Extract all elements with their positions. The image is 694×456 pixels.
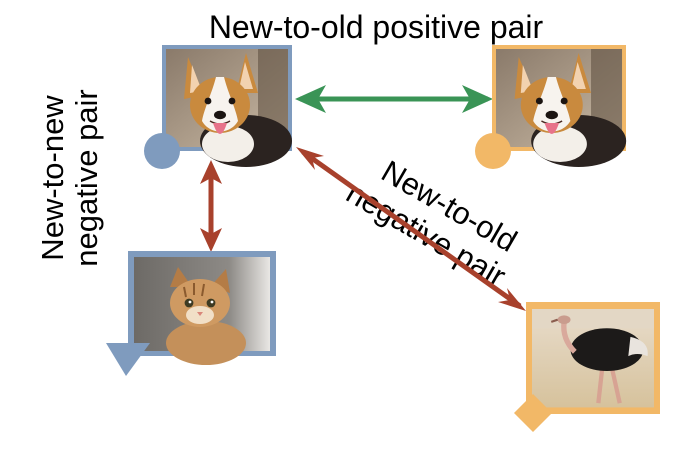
new-model-triangle-marker <box>106 343 150 376</box>
new-dog-node <box>144 45 292 169</box>
new-to-new-label-line1: New-to-new <box>35 95 70 261</box>
new-model-circle-marker <box>144 133 180 169</box>
positive-pair-label: New-to-old positive pair <box>209 9 544 45</box>
ostrich-photo-image <box>532 309 654 407</box>
new-to-new-label-line2: negative pair <box>69 89 104 267</box>
old-ostrich-node <box>514 302 660 432</box>
old-dog-node <box>475 45 626 169</box>
new-to-new-negative-arrow <box>200 160 222 252</box>
cat-photo-image <box>134 257 270 365</box>
new-to-new-label: New-to-new negative pair <box>35 89 104 267</box>
old-model-circle-marker <box>475 133 511 169</box>
new-cat-node <box>106 251 276 376</box>
positive-pair-arrow <box>295 85 493 113</box>
